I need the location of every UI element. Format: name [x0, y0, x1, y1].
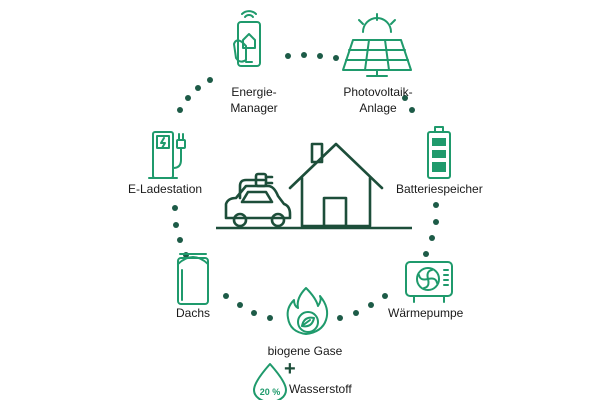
solar-panel-icon [342, 13, 412, 77]
ring-dot [173, 222, 179, 228]
ring-dot [423, 251, 429, 257]
ring-dot [285, 53, 291, 59]
ring-dot [409, 107, 415, 113]
heatpump-label: Wärmepumpe [388, 306, 464, 320]
ring-dot [368, 302, 374, 308]
ring-dot [333, 55, 339, 61]
ring-dot [433, 202, 439, 208]
ring-dot [237, 302, 243, 308]
charging-station-icon [148, 131, 186, 179]
biogas-flame-icon [286, 287, 329, 335]
chp-unit-icon [177, 253, 209, 305]
ring-dot [207, 77, 213, 83]
ring-dot [177, 107, 183, 113]
ring-dot [185, 95, 191, 101]
energy-manager-label-line2: Manager [230, 101, 278, 115]
heat-pump-icon [405, 261, 453, 303]
battery-icon [427, 126, 451, 179]
energy-manager-label-line1: Energie- [231, 85, 277, 99]
ring-dot [402, 95, 408, 101]
biogas-label: biogene Gase [267, 344, 343, 358]
ring-dot [433, 219, 439, 225]
dachs-label: Dachs [176, 306, 211, 320]
ring-dot [301, 52, 307, 58]
photovoltaik-label-line1: Photovoltaik- [343, 85, 413, 99]
hydrogen-label: Wasserstoff [289, 382, 352, 396]
house-icon [288, 142, 384, 228]
ring-dot [177, 237, 183, 243]
electric-car-icon [224, 172, 292, 228]
ring-dot [267, 315, 273, 321]
plus-sign: + [284, 358, 296, 380]
ring-dot [353, 310, 359, 316]
ring-dot [337, 315, 343, 321]
energy-manager-label: Energie- Manager [230, 84, 277, 116]
ring-dot [172, 205, 178, 211]
photovoltaik-label-line2: Anlage [359, 101, 397, 115]
ring-dot [251, 310, 257, 316]
ring-dot [223, 293, 229, 299]
hydrogen-drop-icon: 20 % [253, 363, 287, 403]
battery-label: Batteriespeicher [396, 182, 483, 196]
smartphone-home-icon [233, 10, 261, 67]
charging-label: E-Ladestation [128, 182, 203, 196]
hydrogen-percent-text: 20 % [260, 387, 281, 397]
ring-dot [429, 235, 435, 241]
ring-dot [382, 293, 388, 299]
ring-dot [317, 53, 323, 59]
photovoltaik-label: Photovoltaik- Anlage [343, 84, 412, 116]
dotted-ring [172, 52, 439, 321]
ring-dot [195, 85, 201, 91]
